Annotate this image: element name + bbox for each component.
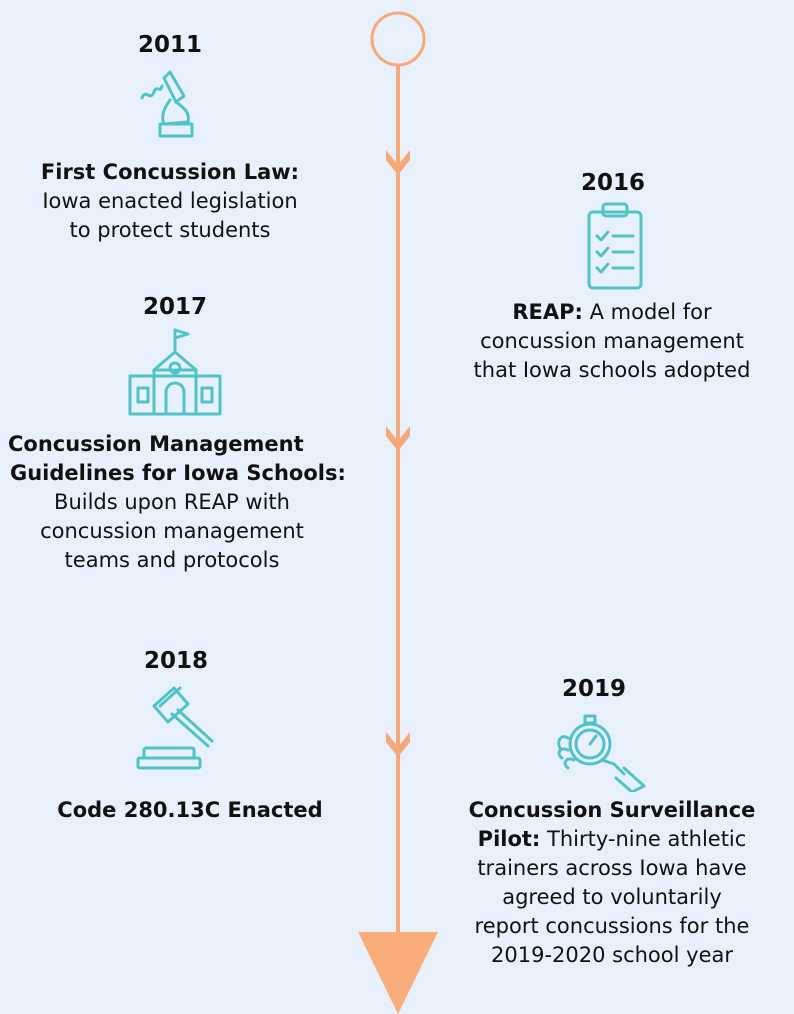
hand-pen-icon bbox=[140, 68, 200, 138]
event-2019-line-3: agreed to voluntarily bbox=[502, 885, 722, 909]
event-2018-year: 2018 bbox=[143, 648, 208, 674]
event-2019-title-line-2: Pilot: bbox=[477, 827, 541, 851]
timeline-chevron-2 bbox=[386, 426, 410, 451]
timeline-chevron-1 bbox=[386, 150, 410, 175]
event-2017-year: 2017 bbox=[142, 294, 207, 320]
timeline-chevron-3 bbox=[386, 732, 410, 757]
event-2019-line-5: 2019-2020 school year bbox=[491, 943, 733, 967]
event-2017-line-2: concussion management bbox=[40, 519, 304, 543]
event-2019-line-1: Thirty-nine athletic bbox=[540, 827, 747, 851]
event-2016-line-2: concussion management bbox=[480, 329, 744, 353]
event-2016-line-1: A model for bbox=[582, 300, 712, 324]
event-2011-year: 2011 bbox=[137, 32, 202, 58]
event-2016-title: REAP: bbox=[512, 300, 583, 324]
school-building-icon bbox=[128, 326, 222, 418]
event-2017-title-line-1: Concussion Management bbox=[8, 432, 304, 456]
gavel-icon bbox=[136, 686, 216, 776]
timeline-arrow-head bbox=[358, 932, 438, 1014]
event-2017-line-3: teams and protocols bbox=[64, 548, 280, 572]
event-2016-year: 2016 bbox=[580, 170, 645, 196]
event-2019-text: Concussion Surveillance Pilot: Thirty-ni… bbox=[430, 796, 794, 970]
event-2011-line-1: Iowa enacted legislation bbox=[42, 189, 298, 213]
event-2011-title: First Concussion Law: bbox=[40, 160, 300, 184]
event-2018-text: Code 280.13C Enacted bbox=[30, 796, 350, 825]
timeline-start-circle bbox=[370, 11, 426, 67]
event-2019-year: 2019 bbox=[561, 676, 626, 702]
event-2017-line-1: Builds upon REAP with bbox=[54, 490, 290, 514]
event-2011-text: First Concussion Law: Iowa enacted legis… bbox=[0, 158, 340, 245]
event-2019-title-line-1: Concussion Surveillance bbox=[468, 798, 756, 822]
event-2017-title-line-2: Guidelines for Iowa Schools: bbox=[10, 461, 346, 485]
clipboard-checklist-icon bbox=[585, 200, 645, 290]
event-2019-line-2: trainers across Iowa have bbox=[477, 856, 747, 880]
event-2016-text: REAP: A model for concussion management … bbox=[430, 298, 794, 385]
event-2011-line-2: to protect students bbox=[69, 218, 271, 242]
event-2018-title: Code 280.13C Enacted bbox=[57, 798, 323, 822]
event-2016-line-3: that Iowa schools adopted bbox=[473, 358, 751, 382]
event-2019-line-4: report concussions for the bbox=[474, 914, 750, 938]
event-2017-text: Concussion Management Guidelines for Iow… bbox=[0, 430, 400, 575]
stopwatch-hand-icon bbox=[552, 712, 648, 792]
